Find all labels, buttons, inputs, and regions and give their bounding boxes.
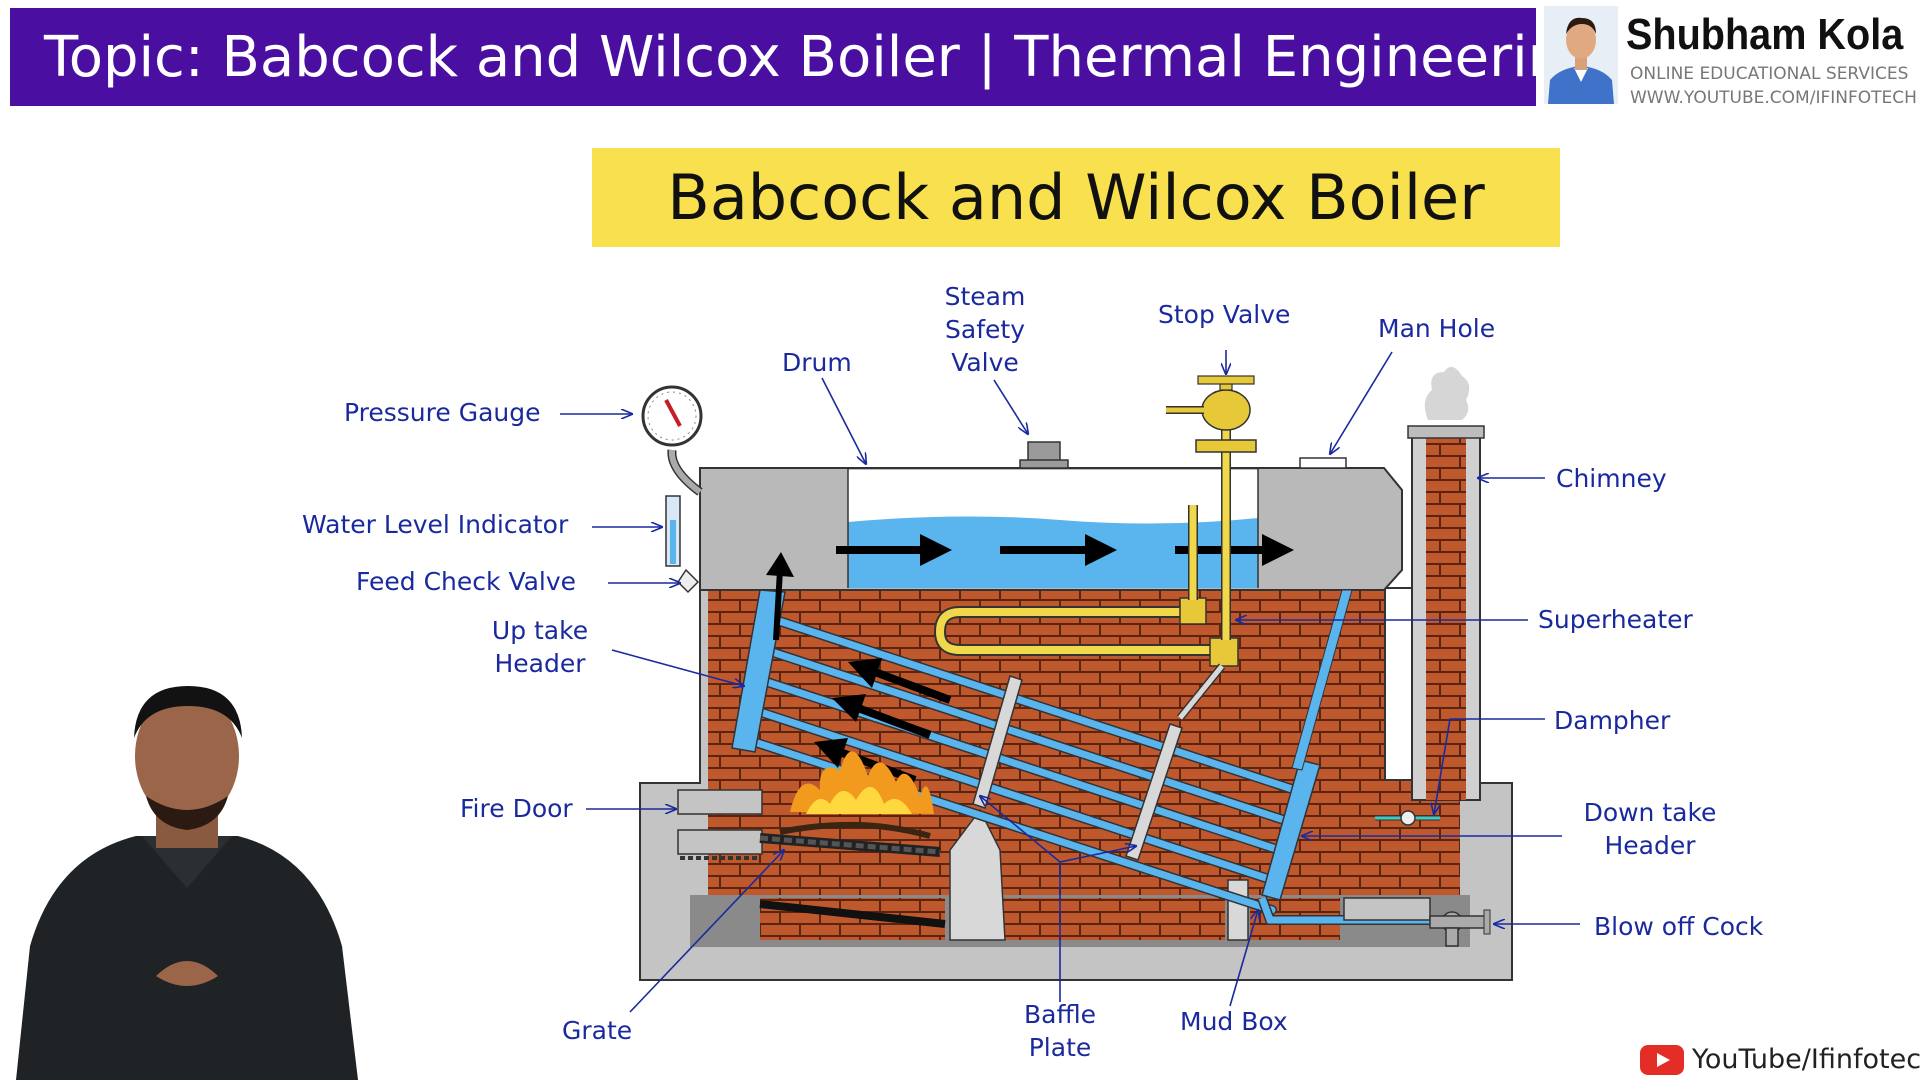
label-feed-check-valve: Feed Check Valve [356,567,577,596]
brand-subtitle: ONLINE EDUCATIONAL SERVICES [1630,64,1909,84]
label-down-take-line1: Down take [1583,798,1717,827]
label-pressure-gauge: Pressure Gauge [344,398,541,427]
baffle-plates [972,675,1183,861]
superheater [933,375,1257,721]
chimney [1384,366,1485,801]
label-grate: Grate [562,1016,633,1045]
brand-avatar [1544,6,1618,104]
dampher [1375,810,1440,826]
label-up-take-header: Up take Header [470,614,610,680]
label-baffle-plate: Baffle Plate [1010,998,1110,1064]
brand-url: WWW.YOUTUBE.COM/IFINFOTECH [1630,88,1917,108]
label-steam-safety-valve: Steam Safety Valve [930,280,1040,379]
label-stop-valve: Stop Valve [1158,300,1291,329]
title-banner: Topic: Babcock and Wilcox Boiler | Therm… [10,8,1599,106]
label-superheater: Superheater [1538,605,1693,634]
label-fire-door: Fire Door [460,794,573,823]
label-blow-off-cock: Blow off Cock [1594,912,1764,941]
brand-block: Shubham Kola ONLINE EDUCATIONAL SERVICES… [1544,6,1920,110]
label-man-hole: Man Hole [1378,314,1496,343]
youtube-icon [1640,1044,1684,1075]
furnace-fire [759,751,941,857]
steam-drum [699,441,1403,591]
label-drum: Drum [782,348,852,377]
label-baffle-plate-line1: Baffle [1023,1000,1097,1029]
lower-grate [759,900,946,928]
label-chimney: Chimney [1556,464,1667,493]
label-up-take-header-line2: Header [494,649,586,678]
label-down-take-header: Down take Header [1570,796,1730,862]
label-water-level-indicator: Water Level Indicator [302,510,569,539]
label-up-take-header-line1: Up take [491,616,589,645]
label-steam-safety-line3: Valve [951,348,1019,377]
youtube-channel-name: YouTube/Ifinfotech [1692,1044,1920,1075]
blow-off-cock [1429,909,1491,947]
label-baffle-plate-line2: Plate [1028,1033,1092,1062]
leader-lines [560,350,1580,1013]
feed-check-valve [677,568,700,594]
label-steam-safety-line2: Safety [945,315,1025,344]
banner-title: Topic: Babcock and Wilcox Boiler | Therm… [44,24,1599,90]
presenter-video [16,676,358,1080]
water-level-indicator [665,495,681,567]
label-steam-safety-line1: Steam [944,282,1026,311]
brand-name: Shubham Kola [1626,10,1904,59]
label-dampher: Dampher [1554,706,1671,735]
diagram-title: Babcock and Wilcox Boiler [592,148,1560,247]
pressure-gauge [641,385,703,496]
label-down-take-line2: Header [1604,831,1696,860]
youtube-channel: YouTube/Ifinfotech [1640,1044,1920,1075]
label-mud-box: Mud Box [1180,1007,1288,1036]
